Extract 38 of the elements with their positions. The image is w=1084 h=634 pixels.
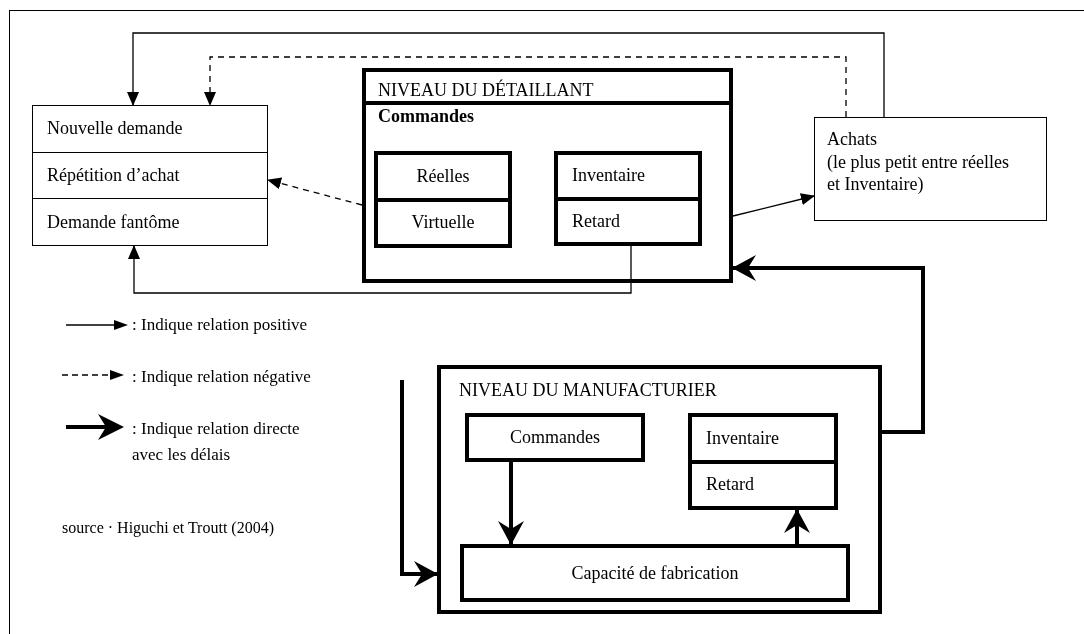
list-item: Inventaire: [571, 164, 646, 188]
connector-arrow: [128, 245, 632, 294]
connector-arrow: [127, 32, 885, 118]
list-item: Inventaire: [705, 426, 780, 450]
list-item: Répétition d’achat: [33, 151, 267, 199]
box-label: Commandes: [510, 426, 600, 449]
box-label: (le plus petit entre réelles et Inventaire): [827, 150, 1010, 196]
legend-text: : Indique relation positive: [132, 314, 309, 336]
connector-arrow: [400, 380, 438, 587]
connector-arrow: [732, 255, 925, 434]
legend-text: : Indique relation négative: [132, 366, 312, 388]
connector-arrow: [204, 56, 847, 118]
box-label: Achats: [827, 128, 877, 151]
connector-arrow: [498, 462, 524, 545]
process-box: [814, 117, 1047, 221]
list-item: Retard: [692, 459, 834, 506]
list-item: Réelles: [415, 164, 471, 188]
section-heading: Commandes: [377, 105, 475, 128]
stacked-box: [32, 105, 268, 246]
level-title: NIVEAU DU MANUFACTURIER: [459, 379, 717, 402]
process-box: [465, 413, 645, 462]
connector-arrow: [732, 193, 815, 217]
process-box: [460, 544, 850, 602]
box-label: Capacité de fabrication: [571, 561, 739, 585]
level-title: NIVEAU DU DÉTAILLANT: [378, 81, 594, 99]
connector-arrow: [267, 177, 363, 206]
source-note: source · Higuchi et Troutt (2004): [62, 518, 274, 539]
level-container: [362, 68, 733, 283]
list-item: Demande fantôme: [33, 198, 267, 245]
stacked-box: [554, 151, 702, 246]
level-container: [437, 365, 882, 614]
stacked-box: [374, 151, 512, 248]
list-item: Virtuelle: [378, 197, 508, 244]
stacked-box: [688, 413, 838, 510]
legend-text: : Indique relation directe avec les délais: [132, 418, 301, 466]
connector-arrow: [784, 509, 810, 544]
list-item: Retard: [558, 196, 698, 242]
list-item: Nouvelle demande: [46, 117, 184, 141]
